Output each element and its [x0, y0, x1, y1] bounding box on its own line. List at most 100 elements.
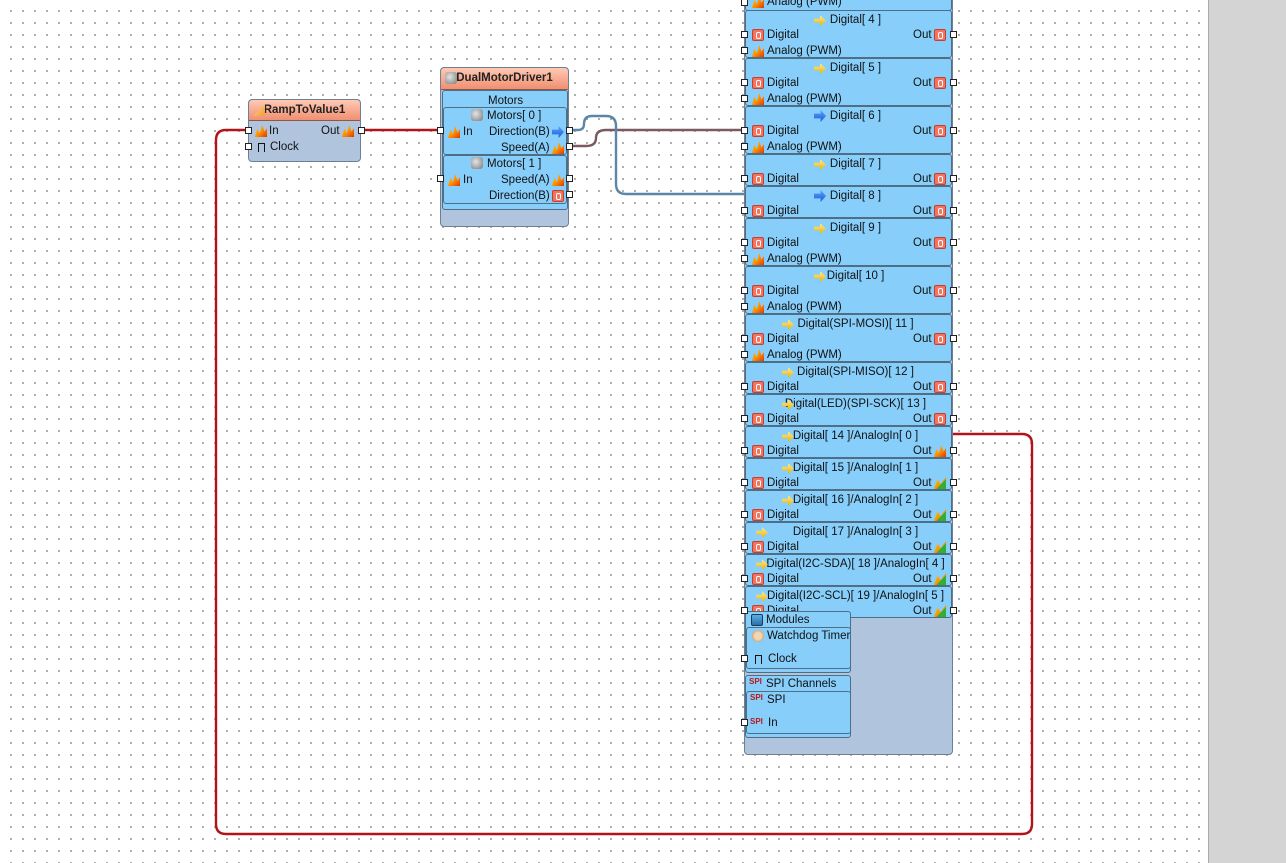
ramp-out-pin[interactable] [358, 127, 365, 134]
out-label: Out [913, 477, 932, 489]
digital-label: Digital [767, 541, 799, 553]
ramp-to-value-node[interactable]: RampToValue1 In Out Clock [248, 99, 361, 162]
driver-motor1-speed-pin[interactable] [566, 175, 573, 182]
channel-digital-in-pin[interactable] [741, 287, 748, 294]
channel-out-pin[interactable] [950, 383, 957, 390]
analog-icon [552, 174, 564, 186]
channel-out-pin[interactable] [950, 127, 957, 134]
spi-in-pin[interactable] [741, 719, 748, 726]
channel-out-pin[interactable] [950, 511, 957, 518]
channel-title: Digital[ 9 ] [829, 222, 882, 234]
channel-digital-in-pin[interactable] [741, 79, 748, 86]
channel-digital-in-pin[interactable] [741, 575, 748, 582]
driver-motor1-direction-pin[interactable] [566, 191, 573, 198]
analog-digital-out-icon [934, 605, 946, 617]
analog-digital-out-icon [934, 509, 946, 521]
channel-title: Digital[ 14 ]/AnalogIn[ 0 ] [792, 430, 919, 442]
vertical-scrollbar[interactable] [1208, 0, 1286, 863]
channel-title: Digital(I2C-SDA)[ 18 ]/AnalogIn[ 4 ] [766, 558, 945, 570]
ramp-in-pin[interactable] [245, 127, 252, 134]
motor0-speed-label: Speed(A) [501, 142, 550, 154]
channel-digital-in-pin[interactable] [741, 447, 748, 454]
channel-digital-in-pin[interactable] [741, 607, 748, 614]
channel-out-pin[interactable] [950, 447, 957, 454]
analog-out-icon [934, 445, 946, 457]
channel-title: Digital[ 16 ]/AnalogIn[ 2 ] [792, 494, 919, 506]
driver-motor1-in-pin[interactable] [437, 175, 444, 182]
channel-out-pin[interactable] [950, 575, 957, 582]
analog-icon [752, 0, 764, 8]
channel-analog-in-pin[interactable] [741, 47, 748, 54]
channel-out-pin[interactable] [950, 287, 957, 294]
digital-pin-icon [756, 591, 768, 602]
channel-out-pin[interactable] [950, 79, 957, 86]
ramp-in-label: In [269, 125, 279, 137]
channel-digital-in-pin[interactable] [741, 335, 748, 342]
channel-digital-in-pin[interactable] [741, 31, 748, 38]
watchdog-clock-pin[interactable] [741, 655, 748, 662]
channel-digital-in-pin[interactable] [741, 127, 748, 134]
motor0-section: Motors[ 0 ] In Direction(B) Speed(A) [443, 107, 567, 155]
channel-digital-in-pin[interactable] [741, 511, 748, 518]
channel-analog-in-pin[interactable] [741, 255, 748, 262]
channel-out-pin[interactable] [950, 239, 957, 246]
channel-analog-in-pin[interactable] [741, 351, 748, 358]
channel-out-pin[interactable] [950, 479, 957, 486]
analog-pwm-label: Analog (PWM) [767, 141, 842, 153]
wire-direction-to-digital8[interactable] [569, 114, 744, 196]
out-label: Out [913, 285, 932, 297]
channel-title: Digital[ 15 ]/AnalogIn[ 1 ] [792, 462, 919, 474]
channel-digital-in-pin[interactable] [741, 239, 748, 246]
channel-analog-in-pin[interactable] [741, 303, 748, 310]
analog-digital-out-icon [934, 573, 946, 585]
channel-analog-in-pin[interactable] [741, 143, 748, 150]
ramp-clock-label: Clock [270, 141, 299, 153]
digital-icon [752, 509, 764, 521]
channel-digital-in-pin[interactable] [741, 415, 748, 422]
wire-arduino14-to-ramp-in[interactable] [214, 128, 1034, 836]
channel-analog-in-pin[interactable] [741, 95, 748, 102]
digital-pin-icon [782, 319, 794, 330]
channel-digital-in-pin[interactable] [741, 543, 748, 550]
digital-out-icon [934, 125, 946, 137]
diagram-canvas[interactable] [0, 0, 1208, 863]
channel-out-pin[interactable] [950, 175, 957, 182]
channel-out-pin[interactable] [950, 415, 957, 422]
channel-section: Digital(I2C-SDA)[ 18 ]/AnalogIn[ 4 ]Digi… [745, 554, 952, 586]
watchdog-section: Watchdog Timer Clock [746, 627, 851, 669]
out-label: Out [913, 605, 932, 617]
dual-motor-driver-node[interactable]: DualMotorDriver1 Motors Motors[ 0 ] In D… [440, 67, 569, 227]
channel-out-pin[interactable] [950, 335, 957, 342]
channel-digital-in-pin[interactable] [741, 383, 748, 390]
watchdog-clock-label: Clock [768, 653, 797, 665]
analog-pwm-label: Analog (PWM) [767, 253, 842, 265]
digital-label: Digital [767, 285, 799, 297]
spi-section: SPI SPI SPI In [746, 691, 851, 734]
digital-label: Digital [767, 509, 799, 521]
channel-out-pin[interactable] [950, 31, 957, 38]
analog-icon [448, 174, 460, 186]
driver-motor0-speed-pin[interactable] [566, 143, 573, 150]
ramp-clock-pin[interactable] [245, 143, 252, 150]
digital-pin-icon [814, 63, 826, 74]
wire-speed-to-digital6-analog[interactable] [569, 128, 744, 148]
channel-digital-in-pin[interactable] [741, 175, 748, 182]
driver-motor0-direction-pin[interactable] [566, 127, 573, 134]
driver-motor0-in-pin[interactable] [437, 127, 444, 134]
analog-pwm-label: Analog (PWM) [767, 349, 842, 361]
channel-out-pin[interactable] [950, 543, 957, 550]
analog-pwm-icon [752, 45, 764, 57]
arduino-top-analog-pin[interactable] [741, 0, 748, 6]
channel-out-pin[interactable] [950, 607, 957, 614]
channel-title: Digital(SPI-MISO)[ 12 ] [797, 366, 914, 378]
channel-digital-in-pin[interactable] [741, 207, 748, 214]
digital-icon [752, 381, 764, 393]
ramp-title: RampToValue1 [249, 100, 360, 121]
motor0-direction-label: Direction(B) [489, 126, 550, 138]
spi-label: SPI [767, 694, 786, 706]
out-label: Out [913, 413, 932, 425]
channel-digital-in-pin[interactable] [741, 479, 748, 486]
channel-out-pin[interactable] [950, 207, 957, 214]
